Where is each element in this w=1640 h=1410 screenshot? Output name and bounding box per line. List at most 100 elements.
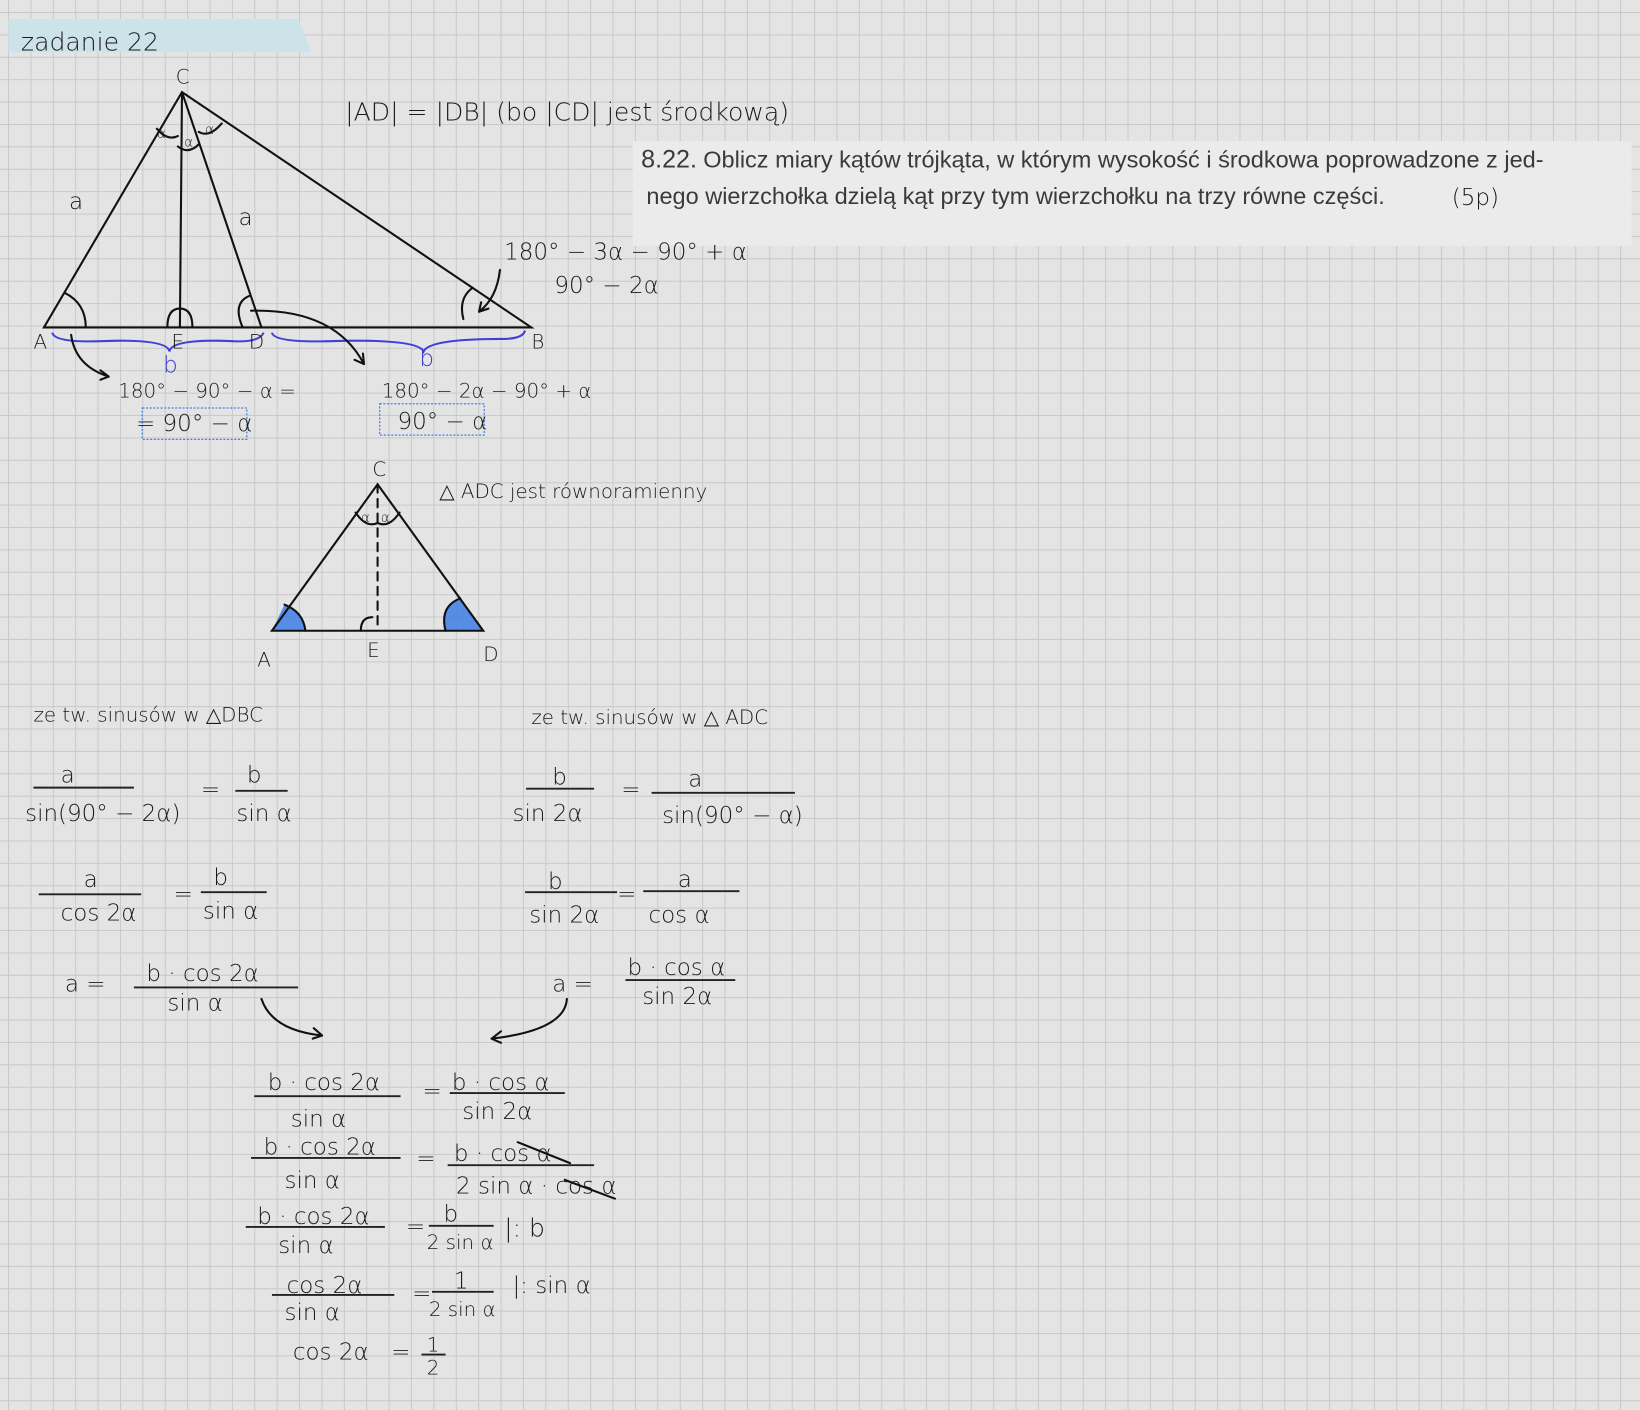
denominator: sin 2α — [642, 984, 712, 1010]
alpha-label: α — [361, 510, 370, 526]
arrow-icon — [260, 997, 324, 1040]
denominator: 2 sin α — [427, 1231, 494, 1254]
vertex-a-label: A — [33, 330, 47, 353]
equals-sign: = — [416, 1146, 435, 1172]
numerator: a — [84, 867, 98, 893]
denominator: sin α — [236, 801, 291, 827]
denominator: cos α — [648, 903, 709, 929]
vertex-d-label: D — [483, 643, 498, 666]
numerator: a — [61, 762, 75, 788]
denominator: sin α — [167, 990, 222, 1016]
denominator: sin α — [284, 1300, 339, 1326]
result-box — [141, 407, 248, 440]
segment-braces — [51, 330, 527, 355]
equals-sign: = — [617, 882, 636, 908]
right-heading: ze tw. sinusów w △ ADC — [531, 706, 768, 729]
arrow-icon — [249, 309, 366, 366]
problem-statement: 8.22.Oblicz miary kątów trójkąta, w któr… — [632, 141, 1632, 246]
problem-line-1: 8.22.Oblicz miary kątów trójkąta, w któr… — [641, 145, 1543, 173]
vertex-b-label: B — [531, 330, 544, 353]
numerator: b · cos 2α — [257, 1204, 369, 1230]
isosceles-note: △ ADC jest równoramienny — [439, 480, 707, 503]
denominator: sin 2α — [462, 1099, 532, 1125]
triangle-abc-lines — [42, 90, 535, 329]
angle-arcs — [283, 511, 462, 632]
alpha-label: α — [157, 126, 166, 142]
shaded-angle-a — [271, 604, 306, 631]
triangle-abc-figure: C A E D B a a α α α b b |AD| = |DB| (bo … — [33, 66, 789, 440]
numerator: b — [552, 764, 567, 790]
numerator: b — [443, 1202, 458, 1228]
triangle-adc-lines — [269, 482, 486, 632]
arrow-icon — [477, 268, 501, 313]
segment-b-label: b — [163, 352, 178, 378]
denominator: 2 — [427, 1356, 440, 1379]
equals-sign: = — [391, 1340, 410, 1366]
vertex-d-label: D — [249, 330, 264, 353]
angle-a-result: = 90° − α — [136, 411, 252, 437]
equals-sign: = — [621, 777, 640, 803]
vertex-c-label: C — [372, 458, 386, 481]
denominator: sin 2α — [529, 903, 599, 929]
equals-sign: = — [201, 777, 220, 803]
numerator: b — [247, 762, 262, 788]
triangle-adc-figure: C A E D α α △ ADC jest równoramienny — [257, 458, 707, 671]
equals-sign: = — [406, 1214, 425, 1240]
denominator: sin(90° − α) — [662, 803, 803, 829]
left-heading: ze tw. sinusów w △DBC — [33, 704, 263, 727]
numerator: 1 — [427, 1333, 440, 1356]
angle-d-result: 90° − α — [397, 409, 487, 435]
angle-a-calc: 180° − 90° − α = — [118, 380, 296, 403]
denominator: cos 2α — [61, 900, 137, 926]
numerator: a — [688, 767, 702, 793]
alpha-label: α — [205, 122, 214, 138]
points-label: (5p) — [1452, 185, 1499, 211]
problem-text-1: Oblicz miary kątów trójkąta, w którym wy… — [703, 146, 1543, 172]
equals-sign: = — [174, 882, 193, 908]
alpha-label: α — [381, 510, 390, 526]
angle-b-calc: 180° − 3α − 90° + α — [504, 239, 747, 265]
denominator: sin α — [291, 1107, 346, 1133]
numerator: b · cos 2α — [264, 1135, 376, 1161]
denominator: sin α — [203, 898, 258, 924]
combined-derivation: b · cos 2α sin α = b · cos α sin 2α b · … — [245, 1070, 617, 1379]
numerator: b — [213, 865, 228, 891]
problem-background — [632, 141, 1632, 246]
numerator: b · cos 2α — [146, 961, 258, 987]
numerator: b · cos 2α — [268, 1070, 380, 1096]
vertex-c-label: C — [176, 66, 190, 89]
strikethrough-mark — [516, 1141, 617, 1200]
title-highlight — [8, 18, 312, 53]
left-derivation: ze tw. sinusów w △DBC a sin(90° − 2α) = … — [25, 704, 324, 1040]
numerator: b · cos α — [454, 1141, 552, 1167]
operation-note: |: sin α — [513, 1273, 591, 1299]
segment-b-label: b — [419, 346, 434, 372]
title-block: zadanie 22 — [8, 18, 312, 56]
problem-text-2: nego wierzchołka dzielą kąt przy tym wie… — [646, 183, 1384, 209]
median-note: |AD| = |DB| (bo |CD| jest środkową) — [345, 97, 789, 126]
equals-sign: = — [412, 1281, 431, 1307]
side-a-label: a — [238, 205, 252, 231]
lhs: a = — [552, 972, 593, 998]
side-a-label: a — [69, 189, 83, 215]
alpha-label: α — [184, 134, 193, 150]
arrow-icon — [70, 333, 110, 381]
numerator: a — [678, 867, 692, 893]
right-derivation: ze tw. sinusów w △ ADC b sin 2α = a sin(… — [490, 706, 803, 1044]
vertex-e-label: E — [367, 639, 380, 662]
shaded-angle-d — [444, 598, 484, 631]
operation-note: |: b — [504, 1213, 545, 1242]
title: zadanie 22 — [21, 27, 159, 56]
equals-sign: = — [423, 1078, 442, 1104]
denominator: sin 2α — [513, 801, 583, 827]
result-box — [379, 403, 485, 436]
problem-number: 8.22. — [641, 145, 697, 173]
denominator: sin(90° − 2α) — [25, 801, 180, 827]
denominator: sin α — [284, 1168, 339, 1194]
denominator: sin α — [278, 1233, 333, 1259]
vertex-e-label: E — [172, 330, 185, 353]
angle-arcs — [63, 286, 474, 329]
numerator: 1 — [454, 1269, 469, 1295]
numerator: b · cos α — [628, 955, 726, 981]
denominator: 2 sin α — [429, 1298, 496, 1321]
